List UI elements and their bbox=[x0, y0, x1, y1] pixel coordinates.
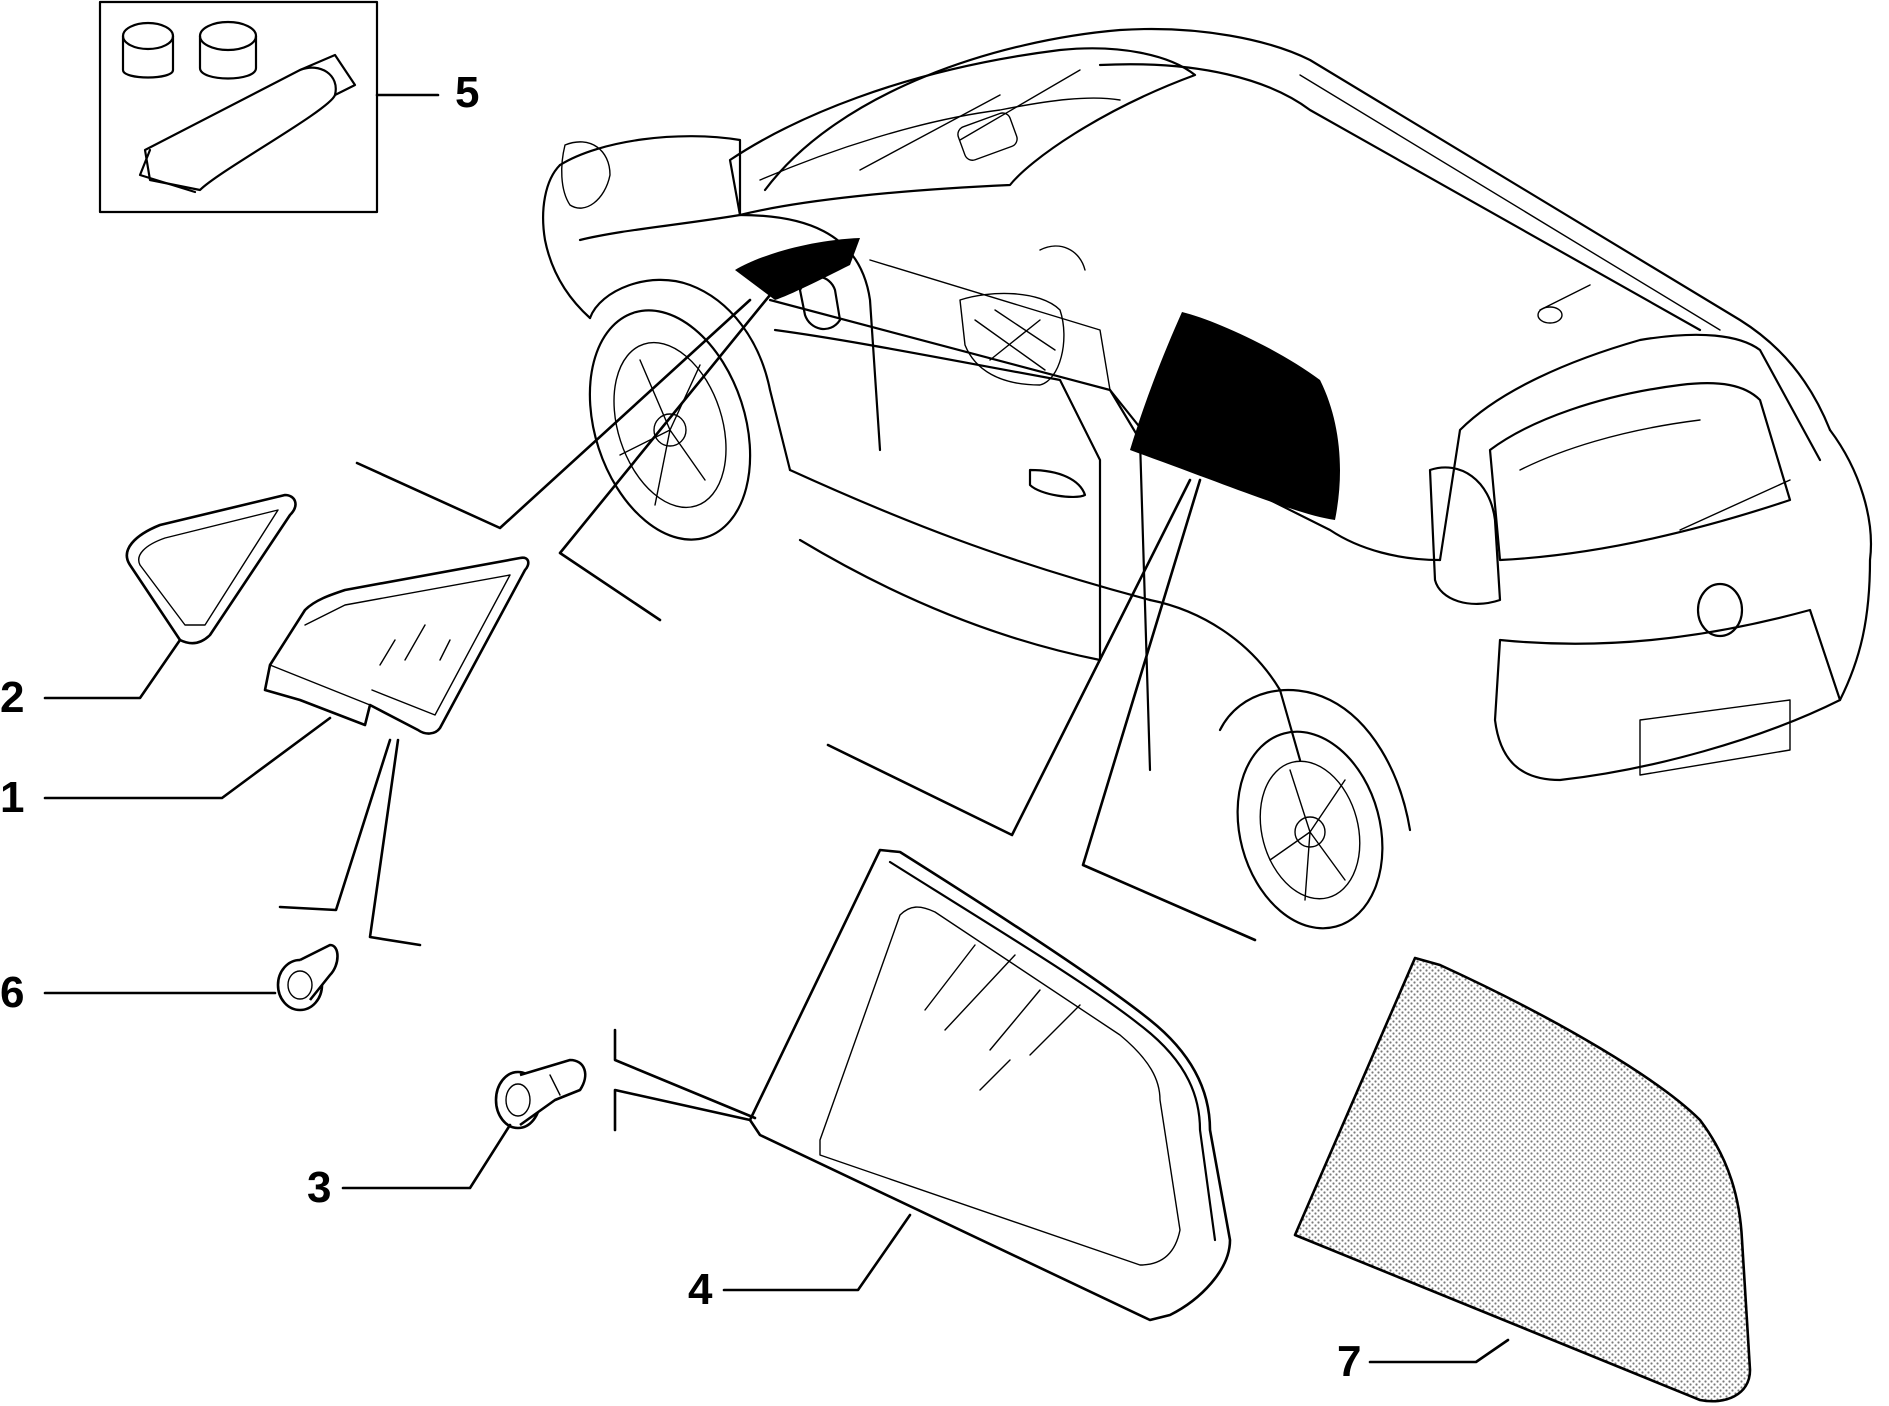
hatchback-car-icon bbox=[542, 27, 1872, 930]
front-quarter-glass-icon bbox=[263, 556, 530, 735]
callout-5: 5 bbox=[455, 68, 479, 117]
adhesive-kit-icon bbox=[98, 0, 379, 214]
callout-7: 7 bbox=[1337, 1337, 1361, 1386]
quarter-glass-seal-icon bbox=[125, 493, 297, 645]
callout-3: 3 bbox=[307, 1163, 331, 1212]
callout-6: 6 bbox=[0, 968, 24, 1017]
small-clip-icon bbox=[276, 943, 339, 1012]
rear-quarter-glass-icon bbox=[748, 848, 1232, 1322]
callout-2: 2 bbox=[0, 673, 24, 722]
clip-fastener-icon bbox=[494, 1058, 587, 1130]
callout-4: 4 bbox=[688, 1265, 713, 1314]
callout-1: 1 bbox=[0, 773, 24, 822]
leader-lines bbox=[278, 293, 1257, 1132]
rear-quarter-tinted-glass-icon bbox=[1293, 956, 1752, 1403]
